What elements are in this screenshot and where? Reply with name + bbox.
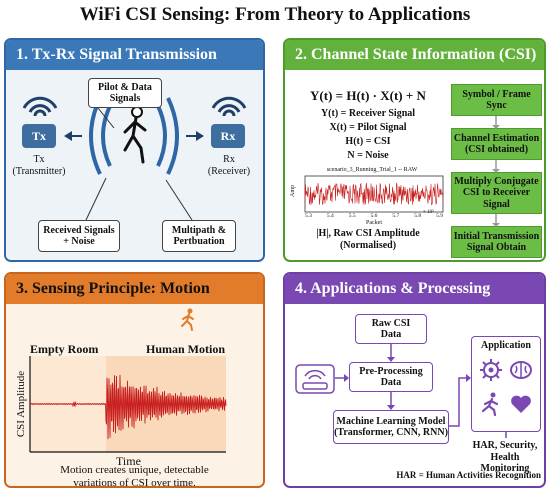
rx-label: Rx (Receiver) (207, 154, 251, 177)
panel3-heading: 3. Sensing Principle: Motion Detection (6, 274, 263, 327)
panel1-connectors (85, 107, 193, 221)
preprocessing-box: Pre-Processing Data (349, 362, 433, 392)
step-channel-estimation: Channel Estimation (CSI obtained) (451, 128, 542, 160)
ml-model-box: Machine Learning Model (Transformer, CNN… (333, 410, 449, 444)
router-icon (295, 364, 335, 394)
running-person-icon (181, 308, 194, 331)
pilot-data-box: Pilot & Data Signals (88, 78, 162, 108)
label-human-motion: Human Motion (146, 342, 226, 356)
def-y: Y(t) = Receiver Signal (320, 108, 416, 119)
panel-sensing-principle: 3. Sensing Principle: Motion Detection E… (4, 272, 265, 488)
mini-csi-plot (304, 175, 444, 213)
gear-icon (480, 359, 502, 381)
step-initial-signal: Initial Transmission Signal Obtain (451, 226, 542, 258)
heart-icon (511, 395, 531, 413)
panel4-heading: 4. Applications & Processing Pipeline (285, 274, 544, 327)
xtick: 5.7 (392, 213, 400, 219)
mini-plot-title: scenario_3_Running_Trial_1 -- RAW (326, 167, 418, 173)
def-h: H(t) = CSI (345, 136, 391, 147)
panel-csi: 2. Channel State Information (CSI) Y(t) … (283, 38, 546, 262)
raw-csi-trace (304, 182, 444, 206)
xtick: 5.3 (305, 213, 312, 219)
panel3-body: Empty Room Human Motion CSI Amplitude Ti… (6, 304, 263, 486)
panel-signal-transmission: 1. Tx-Rx Signal Transmission Tx Rx Tx (T… (4, 38, 265, 262)
brain-icon (510, 361, 532, 379)
page-title: WiFi CSI Sensing: From Theory to Applica… (79, 4, 471, 25)
csi-equation: Y(t) = H(t) · X(t) + N (310, 88, 426, 103)
xtick: 5.4 (326, 213, 334, 219)
pipeline-arrows (335, 344, 507, 438)
csi-caption: |H|, Raw CSI Amplitude (Normalised) (316, 228, 420, 251)
mini-plot-xticks: 5.3 5.4 5.5 5.6 5.7 5.8 5.9 (305, 213, 443, 219)
motion-plot (29, 356, 227, 453)
multipath-box: Multipath & Pertbuation (162, 220, 236, 252)
received-signals-box: Received Signals + Noise (38, 220, 120, 252)
mini-plot-xlabel: Packet (366, 220, 382, 226)
xtick: 5.9 (436, 213, 443, 219)
step-arrows (492, 116, 500, 227)
application-title: Application (480, 340, 531, 351)
tx-label: Tx (Transmitter) (12, 154, 66, 177)
csi-amplitude-trace (29, 374, 227, 440)
mini-plot-ylabel: Amp (290, 185, 296, 197)
y-axis-label: CSI Amplitude (15, 370, 27, 438)
def-x: X(t) = Pilot Signal (329, 122, 407, 133)
application-box (471, 336, 541, 432)
xtick: 5.5 (348, 213, 356, 219)
xtick: 5.8 (414, 213, 422, 219)
label-empty-room: Empty Room (30, 342, 99, 356)
tx-wifi-icon (22, 96, 58, 117)
walking-person-icon (123, 106, 147, 164)
xtick: 5.6 (370, 213, 378, 219)
rx-node: Rx (211, 124, 245, 148)
panel1-body: Tx Rx Tx (Transmitter) Rx (Receiver) Pil… (6, 70, 263, 260)
har-footnote: HAR = Human Activities Recognition (396, 470, 541, 480)
rx-wifi-icon (211, 96, 247, 117)
step-sync: Symbol / Frame Sync (451, 84, 542, 116)
mini-plot-xexp: × 10⁵ (423, 210, 434, 215)
x-axis-label: Time (116, 454, 141, 468)
running-person-icon (481, 392, 499, 417)
outputs-label: HAR, Security, Health Monitoring (472, 440, 538, 474)
step-multiply-conjugate: Multiply Conjugate CSI to Receiver Signa… (451, 172, 542, 214)
signal-waves-icon (64, 97, 204, 175)
raw-csi-box: Raw CSI Data (355, 314, 427, 344)
motion-caption: Motion creates unique, detectable variat… (60, 464, 209, 488)
panel2-heading: 2. Channel State Information (CSI) (285, 40, 544, 70)
panel1-heading: 1. Tx-Rx Signal Transmission (6, 40, 263, 70)
tx-node: Tx (22, 124, 56, 148)
def-n: N = Noise (347, 150, 389, 161)
panel-applications: 4. Applications & Processing Pipeline Ra… (283, 272, 546, 488)
